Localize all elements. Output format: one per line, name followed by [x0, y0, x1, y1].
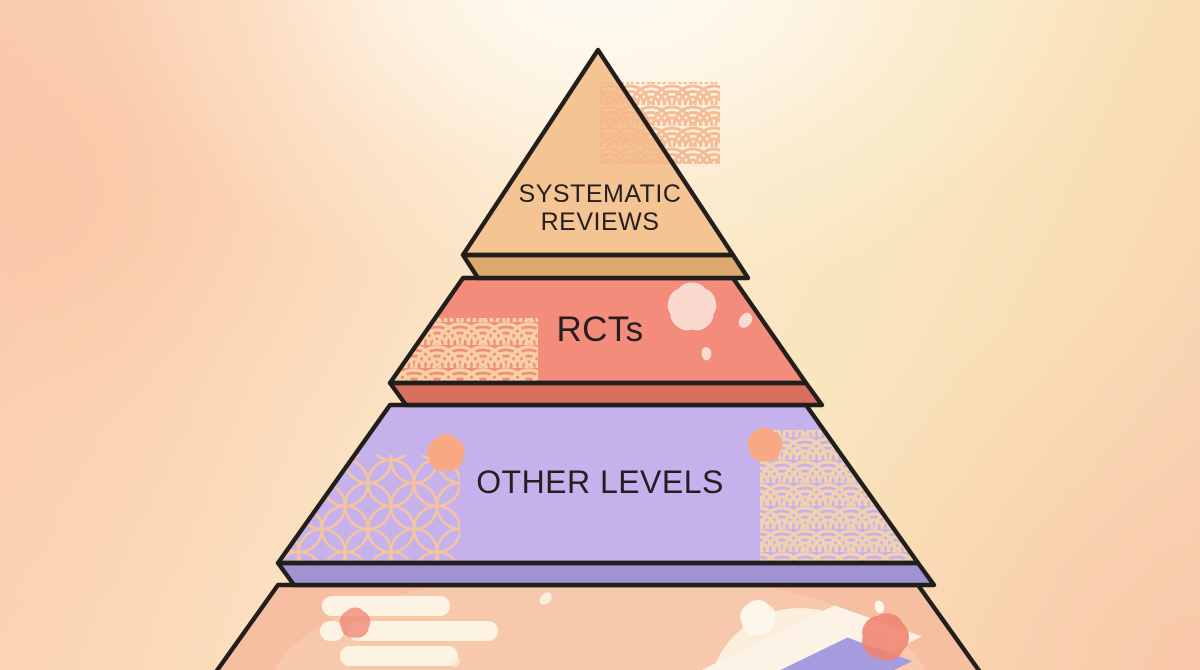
level-4-decor — [270, 585, 930, 670]
diagonal-band — [485, 605, 922, 670]
level-1-face — [463, 50, 733, 255]
level-1-outline — [460, 47, 736, 258]
level-2-side — [390, 383, 822, 405]
level-3-side — [278, 563, 934, 585]
pyramid-level-1[interactable] — [460, 47, 751, 281]
level-1-label: SYSTEMATIC REVIEWS — [518, 180, 682, 236]
pyramid-level-3[interactable] — [275, 402, 980, 588]
level-2-label: RCTs — [556, 310, 644, 349]
cloud-icon — [320, 596, 498, 666]
level-3-label: OTHER LEVELS — [476, 464, 724, 500]
pyramid-level-4[interactable] — [196, 570, 1000, 670]
pyramid-level-2[interactable] — [387, 275, 825, 408]
level-1-side — [463, 255, 748, 278]
